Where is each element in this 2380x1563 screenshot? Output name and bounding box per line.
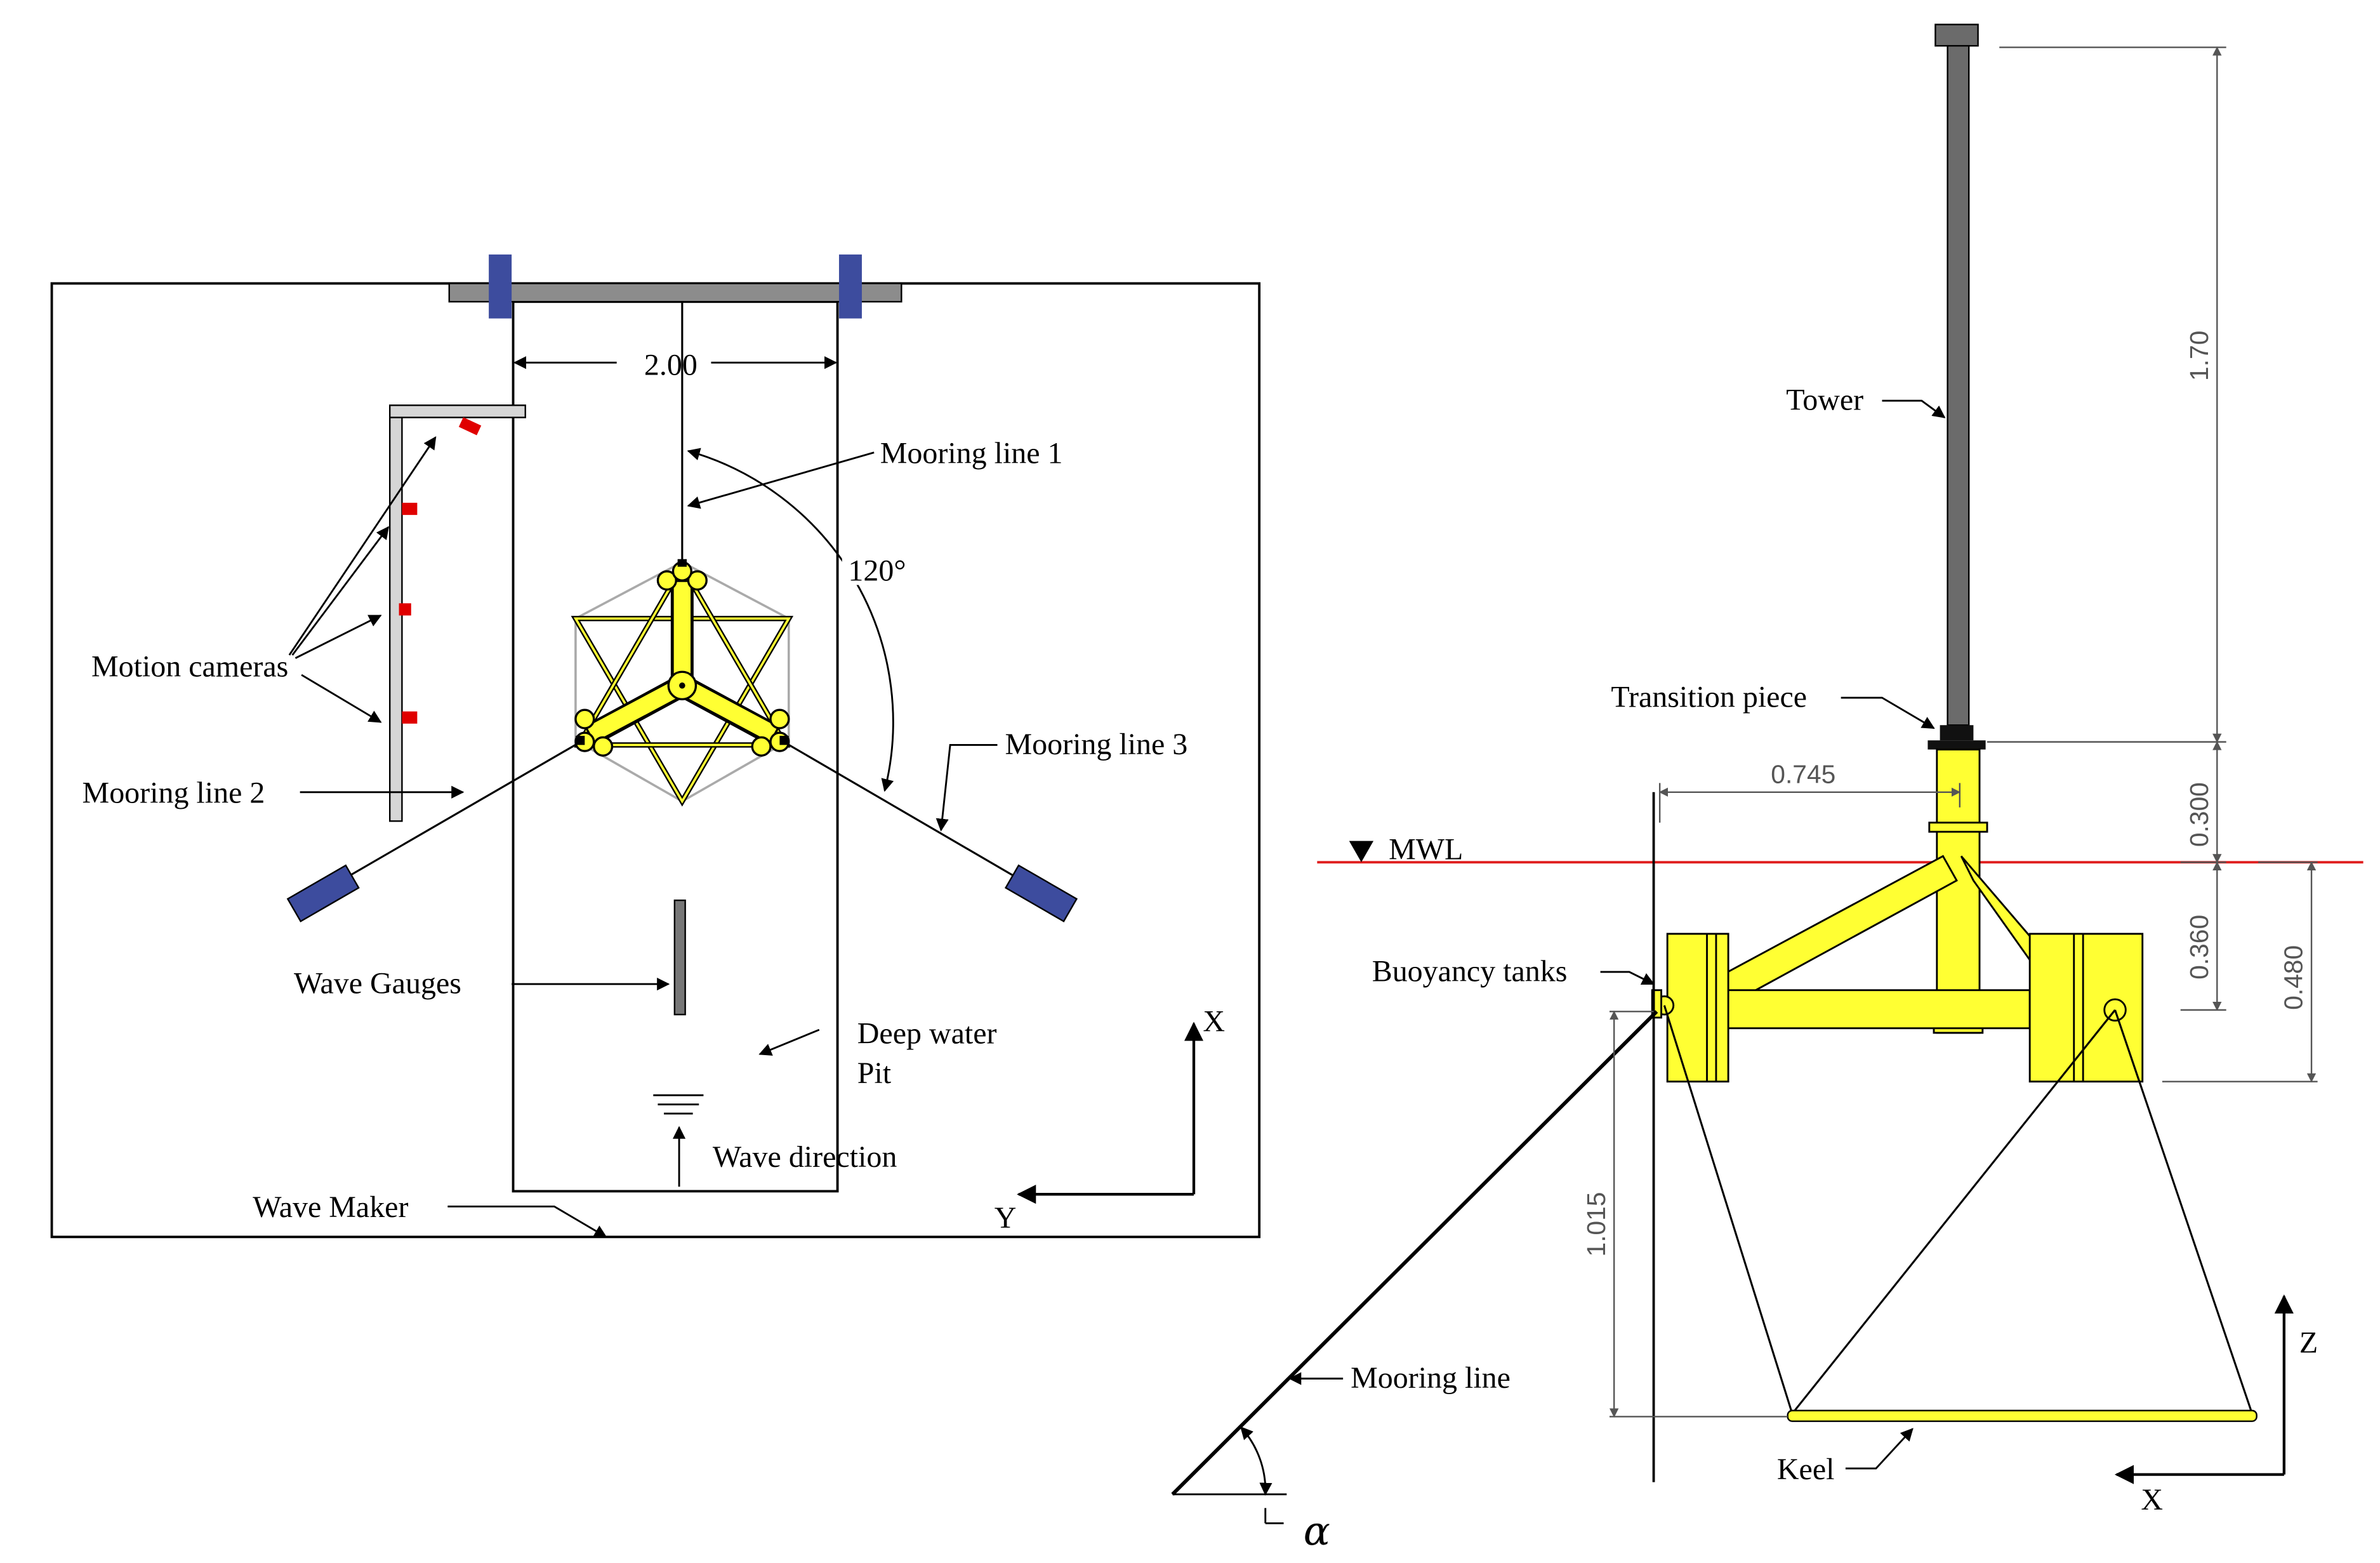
keel-arrow — [1845, 1428, 1914, 1470]
dim-tower-height-label: 1.70 — [2185, 331, 2214, 381]
keel-lines-left — [1663, 1005, 1794, 1414]
wave-surface-symbol — [653, 1094, 704, 1115]
beam-clamp-right — [838, 254, 862, 319]
mooring-line-side — [1171, 1010, 1658, 1496]
mooring-line-side-label: Mooring line — [1351, 1361, 1511, 1395]
tower — [1947, 44, 1970, 726]
side-view: MWL Tower Transition piece — [1171, 23, 2363, 1554]
dim-below-mwl-a-label: 0.360 — [2185, 915, 2214, 980]
tower-label: Tower — [1786, 383, 1863, 417]
wave-gauges-label: Wave Gauges — [294, 966, 461, 1000]
carriage-beam — [448, 283, 902, 303]
angle-label: 120° — [848, 554, 906, 587]
buoyancy-tanks-arrow — [1600, 971, 1655, 985]
deep-water-arrow — [758, 1028, 820, 1056]
side-dimensions — [1609, 46, 2318, 1418]
motion-camera — [399, 603, 411, 616]
buoyancy-tank — [751, 736, 772, 757]
mooring-line-3-label: Mooring line 3 — [1005, 728, 1187, 761]
deep-water-label-line1: Deep water — [857, 1017, 997, 1051]
alpha-arc — [1240, 1426, 1273, 1496]
wave-maker-label: Wave Maker — [253, 1190, 408, 1224]
keel — [1787, 1409, 2258, 1422]
fairlead-3 — [779, 736, 789, 745]
transition-piece — [1940, 725, 1974, 741]
central-column — [1936, 748, 1981, 1034]
mooring-line-1-label: Mooring line 1 — [880, 437, 1063, 470]
transition-flange — [1927, 740, 1986, 750]
transition-piece-label: Transition piece — [1611, 680, 1807, 714]
plan-axis-x-label: X — [1203, 1004, 1225, 1038]
anchor-mooring-3 — [1004, 864, 1078, 922]
buoyancy-tank — [574, 708, 595, 729]
pontoon — [1721, 989, 2031, 1030]
floater-arm — [586, 678, 687, 742]
keel-label: Keel — [1777, 1453, 1835, 1486]
plan-axis-y-label: Y — [995, 1201, 1017, 1235]
dim-keel-depth-label: 1.015 — [1582, 1192, 1611, 1257]
mooring-line-2 — [322, 739, 584, 893]
keel-lines-center — [1791, 1009, 2116, 1414]
beam-clamp-left — [489, 254, 512, 319]
column-flange — [1928, 821, 1988, 833]
buoyancy-tank — [687, 570, 708, 591]
dim-tp-height-label: 0.300 — [2185, 782, 2214, 847]
fairlead-2 — [575, 736, 585, 745]
alpha-label: α — [1304, 1508, 1330, 1554]
floater-side — [1651, 748, 2144, 1083]
transition-piece-arrow — [1841, 696, 1935, 729]
buoyancy-tank — [656, 570, 677, 591]
motion-camera — [402, 502, 418, 515]
keel-lines-right — [2114, 1009, 2253, 1414]
buoyancy-tank — [769, 708, 790, 729]
floater-arm — [678, 678, 778, 742]
tower-arrow — [1882, 399, 1946, 418]
motion-camera-markers — [399, 417, 482, 724]
buoyancy-tanks-label: Buoyancy tanks — [1372, 954, 1568, 988]
motion-camera-arrows — [288, 436, 437, 723]
mwl-label: MWL — [1389, 832, 1463, 866]
motion-camera — [458, 417, 482, 436]
brace-left — [1721, 855, 1958, 1010]
buoyancy-tank — [593, 736, 614, 757]
tower-top-cap — [1934, 23, 1979, 47]
dim-below-mwl-b-label: 0.480 — [2279, 945, 2308, 1010]
width-dimension-label: 2.00 — [644, 348, 697, 382]
mwl-symbol — [1349, 841, 1374, 863]
mooring-line-3 — [781, 739, 1041, 893]
deep-water-label-line2: Pit — [857, 1056, 892, 1090]
wave-gauge — [673, 899, 686, 1016]
mooring-line-3-arrow — [935, 743, 998, 832]
side-axis-z-label: Z — [2299, 1326, 2318, 1360]
motion-camera — [402, 711, 418, 724]
plan-view: 2.00 Motion cameras Mooring line 2 Moori… — [50, 254, 1261, 1239]
wave-direction-label: Wave direction — [713, 1140, 897, 1174]
fairlead-1 — [677, 559, 687, 567]
floater-plan — [571, 559, 794, 807]
side-axis-x-label: X — [2141, 1483, 2163, 1517]
motion-cameras-label: Motion cameras — [91, 649, 288, 683]
camera-rail-horizontal — [389, 404, 526, 418]
dim-half-span-label: 0.745 — [1771, 759, 1835, 788]
buoyancy-tank-left — [1666, 933, 1729, 1083]
wave-maker-arrow — [447, 1205, 607, 1238]
mooring-line-2-label: Mooring line 2 — [83, 776, 265, 810]
anchor-mooring-2 — [286, 864, 360, 922]
